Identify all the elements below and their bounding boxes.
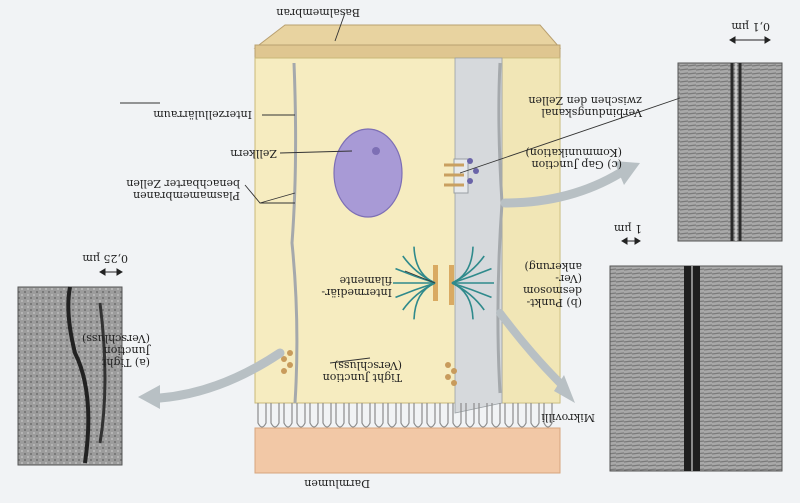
microvillus [439, 403, 449, 428]
microvillus [413, 403, 423, 428]
leader-lines [120, 12, 681, 364]
microvillus [348, 403, 358, 428]
scale-label-gap: 0,1 µm [731, 20, 770, 33]
intermediate-filament [451, 282, 492, 299]
microvillus [309, 403, 319, 428]
microvillus [296, 403, 306, 428]
microvillus [400, 403, 410, 428]
scale-bar-desmosome [621, 237, 641, 245]
microvillus [426, 403, 436, 428]
microvillus [465, 403, 475, 428]
label-intercellular-space: Interzellulärraum [153, 108, 252, 121]
microvilli-group [257, 403, 553, 428]
label-intermediate-filaments: Intermediär- filamente [321, 274, 392, 299]
intermediate-filament [395, 282, 436, 299]
label-tight-junction-a: (a) Tight Junction (Verschluss) [81, 332, 150, 369]
microvillus [491, 403, 501, 428]
arrow-head-desmosome [554, 375, 575, 403]
label-nucleus: Zellkern [230, 147, 277, 160]
microvillus [374, 403, 384, 428]
nucleolus [372, 147, 380, 155]
arrow-head-tight [138, 385, 160, 409]
scale-label-desmosome: 1 µm [613, 222, 642, 235]
arrow-to-tight-micrograph [155, 348, 285, 403]
microvillus [270, 403, 280, 428]
microvillus [361, 403, 371, 428]
plasma-membrane-line-2 [290, 62, 299, 404]
microvillus [530, 403, 540, 428]
micrograph-gap-junction [677, 62, 783, 242]
scale-bar-gap [729, 36, 771, 44]
label-basal-membrane: Basalmembran [276, 6, 360, 19]
scale-label-tight: 0,25 µm [82, 252, 128, 265]
label-connecting-channel: Verbindungskanal zwischen den Zellen [528, 94, 642, 119]
gap-junction-detail [444, 158, 479, 194]
label-desmosome: (b) Punkt- desmosom (Ver- ankerung) [523, 260, 582, 309]
microvillus [387, 403, 397, 428]
cell-nucleus [333, 128, 403, 218]
neighbour-cell-grey [454, 57, 503, 414]
microvillus [543, 403, 553, 428]
microvillus [257, 403, 267, 428]
microvillus [452, 403, 462, 428]
microvillus [517, 403, 527, 428]
label-plasma-membranes: Plasmamembranen benachbarter Zellen [126, 177, 240, 202]
label-microvilli: Mikrovilli [541, 411, 595, 424]
microvillus [504, 403, 514, 428]
arrow-to-desmosome-micrograph [496, 309, 564, 387]
intermediate-filament [451, 246, 474, 284]
microvillus [283, 403, 293, 428]
desmosome-detail [433, 265, 454, 305]
microvillus [478, 403, 488, 428]
label-gap-junction: (c) Gap Junction (Kommunikation) [525, 146, 622, 171]
microvillus [335, 403, 345, 428]
label-gut-lumen: Darmlumen [304, 477, 370, 490]
arrow-to-gap-micrograph [500, 168, 625, 208]
scale-bar-tight [99, 268, 123, 276]
micrograph-tight-membrane [66, 286, 91, 464]
label-tight-junction-center: Tight Junction (Verschluss) [322, 359, 402, 384]
tight-junction-detail [281, 350, 457, 386]
gut-lumen [254, 427, 561, 474]
arrow-head-gap [614, 161, 640, 185]
microvillus [322, 403, 332, 428]
